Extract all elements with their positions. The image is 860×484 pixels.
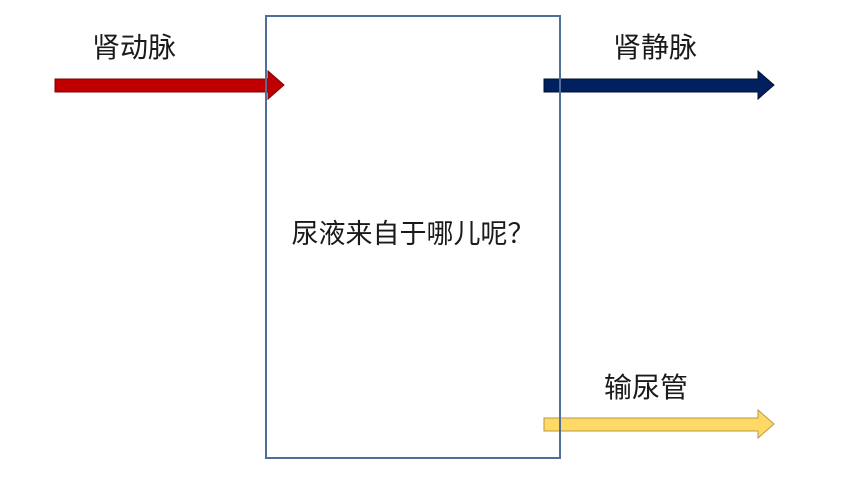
renal-vein-arrow (543, 69, 775, 101)
renal-artery-arrow (54, 69, 285, 101)
ureter-arrow (543, 408, 775, 440)
kidney-question-text: 尿液来自于哪儿呢？ (291, 219, 535, 250)
kidney-box: 尿液来自于哪儿呢？ (265, 15, 561, 459)
ureter-label: 输尿管 (604, 371, 689, 404)
renal-vein-label: 肾静脉 (613, 31, 698, 64)
renal-artery-label: 肾动脉 (92, 31, 177, 64)
